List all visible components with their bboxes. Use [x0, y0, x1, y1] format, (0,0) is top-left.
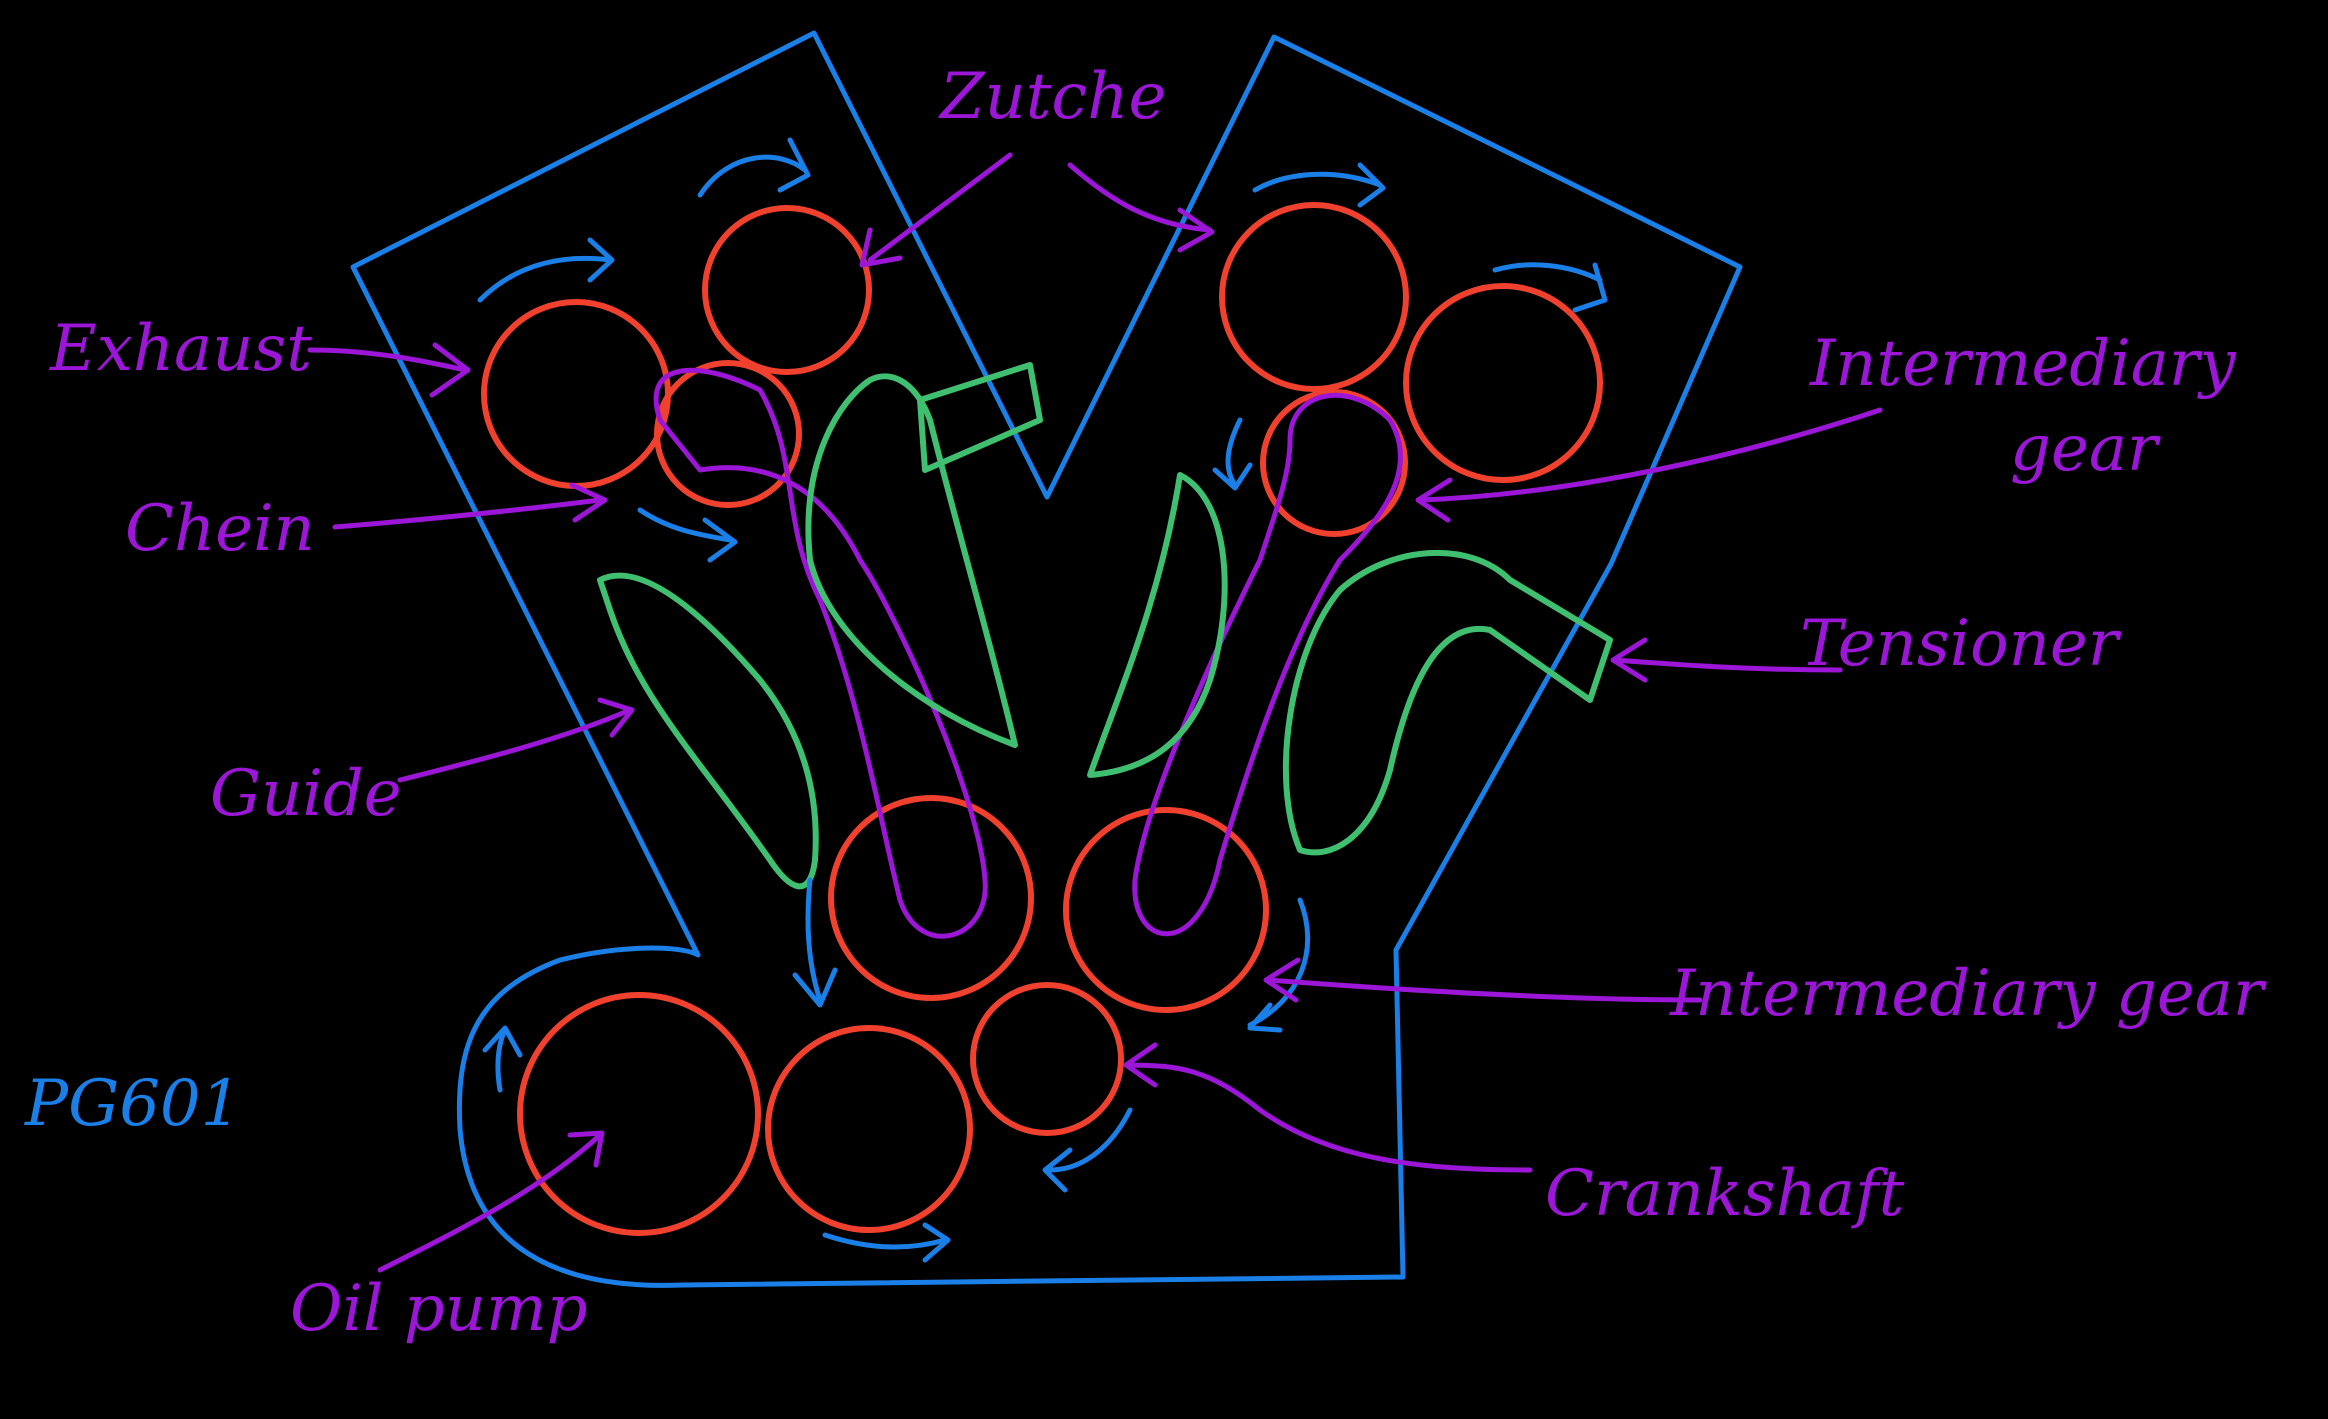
exhaust-camshaft-gear-left — [481, 299, 671, 489]
exhaust-camshaft-gear-right — [1403, 283, 1603, 483]
label-crankshaft: Crankshaft — [1545, 1157, 1905, 1231]
arrow-icon — [859, 152, 1013, 268]
arrow-icon — [1123, 1042, 1533, 1173]
label-arrows — [307, 152, 1883, 1273]
intake-camshaft-gear-left — [702, 205, 872, 375]
arrow-icon — [397, 697, 635, 783]
label-model: PG601 — [24, 1067, 241, 1141]
arrow-icon — [377, 1130, 605, 1273]
rotation-arrow-icon — [477, 237, 615, 303]
rotation-arrow-icon — [482, 1025, 523, 1093]
label-chain: Chein — [125, 492, 315, 566]
gears — [481, 202, 1603, 1236]
rotation-arrow-icon — [1492, 262, 1608, 313]
rotation-arrow-icon — [1212, 417, 1253, 491]
chain-left — [653, 367, 988, 939]
chain-right — [1132, 392, 1403, 937]
label-tensioner: Tensioner — [1800, 607, 2122, 681]
guides — [597, 362, 1613, 890]
arrow-icon — [1067, 162, 1215, 253]
label-exhaust: Exhaust — [49, 312, 312, 386]
guide-center-right — [1087, 472, 1228, 778]
guide-center-left — [805, 373, 1018, 748]
intake-camshaft-gear-right — [1219, 202, 1409, 392]
arrow-icon — [1263, 957, 1703, 1003]
label-guide: Guide — [210, 757, 402, 831]
rotation-arrow-icon — [792, 877, 838, 1008]
arrow-icon — [1610, 637, 1843, 683]
intermediary-gear-lower-right — [1063, 807, 1269, 1013]
rotation-arrow-icon — [822, 1222, 951, 1263]
label-intermediary-gear-top-line2: gear — [2010, 412, 2161, 486]
engine-housing-outline — [350, 30, 1743, 1288]
rotation-arrow-icon — [637, 507, 738, 563]
rotation-arrow-icon — [1042, 1107, 1133, 1193]
guide-left — [597, 572, 819, 890]
arrow-icon — [307, 342, 471, 398]
tensioner-right — [1282, 549, 1613, 856]
label-intermediary-gear-lower: Intermediary gear — [1669, 957, 2267, 1031]
crankshaft-gear — [970, 982, 1124, 1136]
intermediary-gear-upper-left — [654, 360, 802, 508]
rotation-arrow-icon — [697, 137, 811, 198]
intermediary-gear-lower-left — [828, 795, 1034, 1001]
rotation-arrow-icon — [1247, 897, 1311, 1033]
arrow-icon — [332, 482, 608, 530]
idler-gear-bottom — [765, 1025, 973, 1233]
rotation-arrow-icon — [1252, 162, 1386, 208]
label-intermediary-gear-top-line1: Intermediary — [1809, 327, 2236, 401]
label-intake: Zutche — [938, 60, 1166, 134]
oil-pump-gear — [517, 992, 761, 1236]
arrow-icon — [1415, 407, 1883, 523]
intermediary-gear-upper-right — [1260, 389, 1408, 537]
label-oil-pump: Oil pump — [290, 1272, 588, 1346]
rotation-arrows — [477, 137, 1608, 1263]
tensioner-left — [917, 362, 1043, 473]
